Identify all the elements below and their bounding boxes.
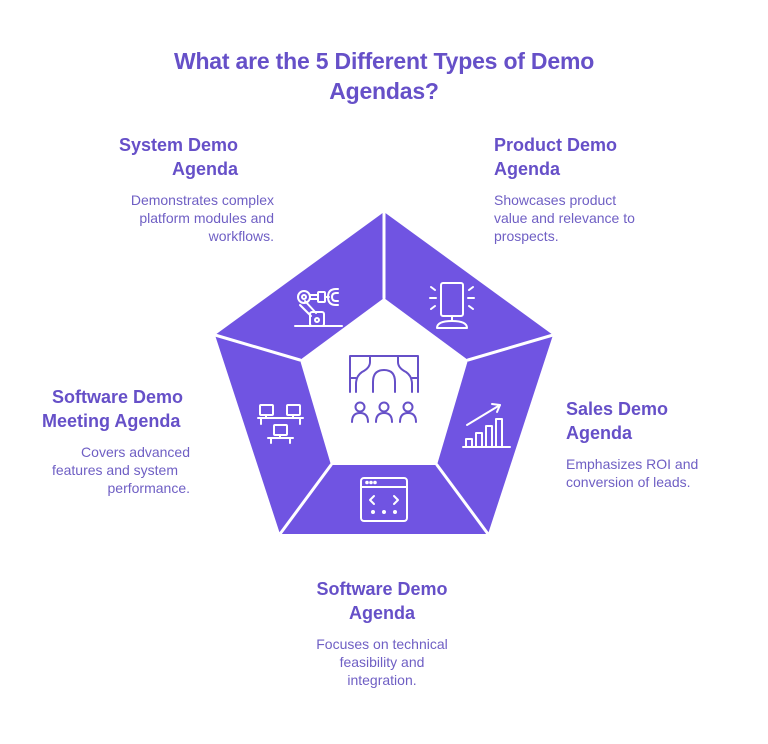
label-software-demo-meeting: Software Demo Meeting Agenda Covers adva… — [20, 385, 190, 497]
title-line-1: What are the 5 Different Types of Demo — [173, 48, 595, 74]
label-software-demo-heading: Software Demo Agenda — [316, 579, 448, 623]
label-software-demo-meeting-heading: Software Demo Meeting Agenda — [42, 387, 184, 431]
label-product-demo: Product Demo Agenda Showcases product va… — [494, 133, 714, 245]
display-stand-icon — [429, 282, 475, 329]
networked-computers-icon — [257, 404, 304, 444]
label-system-demo-desc: Demonstrates complex platform modules an… — [130, 192, 274, 244]
segment-software-demo — [280, 465, 488, 534]
label-sales-demo-desc: Emphasizes ROI and conversion of leads. — [566, 456, 699, 490]
segment-software-demo-meeting — [215, 335, 331, 534]
segment-dividers — [213, 210, 555, 536]
label-product-demo-heading: Product Demo Agenda — [494, 135, 618, 179]
code-window-icon — [360, 477, 408, 522]
diagram-title: What are the 5 Different Types of Demo A… — [0, 46, 768, 106]
audience-presentation-icon — [349, 355, 419, 423]
label-system-demo: System Demo Agenda Demonstrates complex … — [60, 133, 274, 245]
label-product-demo-desc: Showcases product value and relevance to… — [494, 192, 635, 244]
label-software-demo: Software Demo Agenda Focuses on technica… — [282, 577, 482, 689]
label-system-demo-heading: System Demo Agenda — [118, 135, 238, 179]
robotic-arm-icon — [294, 288, 343, 327]
label-sales-demo: Sales Demo Agenda Emphasizes ROI and con… — [566, 397, 756, 491]
label-software-demo-desc: Focuses on technical feasibility and int… — [316, 636, 448, 688]
segment-product-demo — [384, 212, 553, 360]
title-line-2: Agendas? — [329, 78, 439, 104]
growth-chart-icon — [462, 403, 511, 448]
label-sales-demo-heading: Sales Demo Agenda — [566, 399, 669, 443]
label-software-demo-meeting-desc: Covers advanced features and system perf… — [51, 444, 190, 496]
segment-system-demo — [215, 212, 384, 360]
